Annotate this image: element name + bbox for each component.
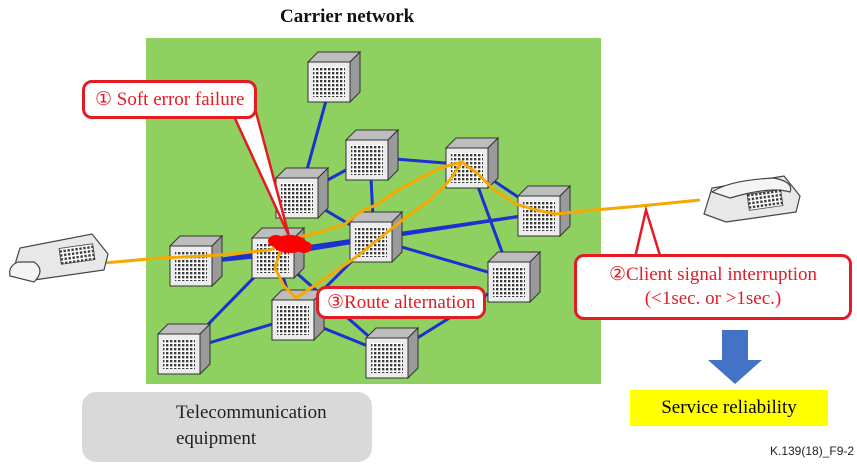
- telecom-equipment-node: [169, 235, 223, 287]
- client-interruption-callout: ②Client signal interruption (<1sec. or >…: [574, 254, 852, 320]
- soft-error-callout: ① Soft error failure: [82, 80, 258, 119]
- figure-reference: K.139(18)_F9-2: [770, 444, 855, 458]
- telecom-equipment-node: [365, 327, 419, 379]
- telephone-right-icon: [703, 175, 801, 223]
- legend-label-line2: equipment: [176, 428, 257, 449]
- diagram-title: Carrier network: [280, 6, 415, 27]
- route-alternation-callout: ③Route alternation: [316, 286, 487, 319]
- alternate-route-path: [273, 161, 464, 300]
- telecom-equipment-node: [345, 129, 399, 181]
- failure-marker: [268, 235, 312, 253]
- client-signal-path: [79, 160, 701, 267]
- legend: [82, 392, 372, 462]
- telecom-equipment-node: [307, 51, 361, 103]
- client-interruption-duration: (<1sec. or >1sec.): [644, 288, 782, 309]
- telecom-equipment-node: [157, 323, 211, 375]
- telecom-equipment-node: [275, 167, 329, 219]
- down-arrow-icon: [708, 330, 762, 384]
- signal-route: [79, 160, 701, 300]
- service-reliability-label: Service reliability: [630, 390, 828, 426]
- client-interruption-label: ②Client signal interruption: [608, 264, 818, 285]
- legend-label: Telecommunication equipment: [176, 400, 327, 452]
- legend-label-line1: Telecommunication: [176, 402, 327, 423]
- telecom-equipment-node: [487, 251, 541, 303]
- telephone-left-icon: [9, 233, 109, 283]
